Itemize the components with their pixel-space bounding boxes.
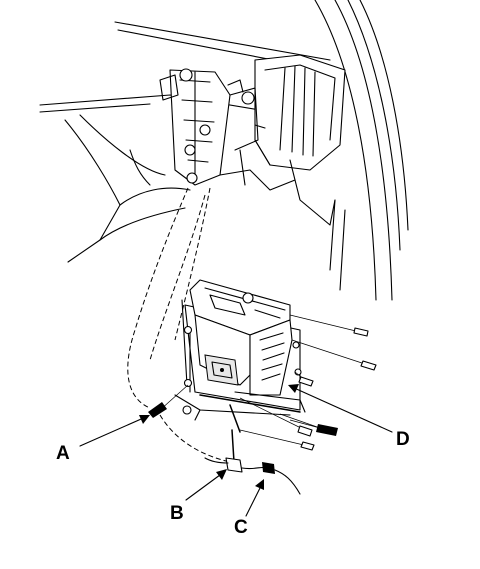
leader-arrows: [79, 384, 393, 517]
callout-d-label: D: [396, 429, 410, 450]
callout-a-label: A: [56, 443, 70, 464]
fasteners: [148, 314, 377, 451]
callout-c-label: C: [234, 517, 248, 538]
control-unit-assembly: [174, 279, 306, 433]
vehicle-structure: [39, 0, 409, 301]
harness-connectors: [204, 429, 301, 495]
wire-harness-route: [127, 187, 231, 463]
callout-b-label: B: [170, 503, 184, 524]
